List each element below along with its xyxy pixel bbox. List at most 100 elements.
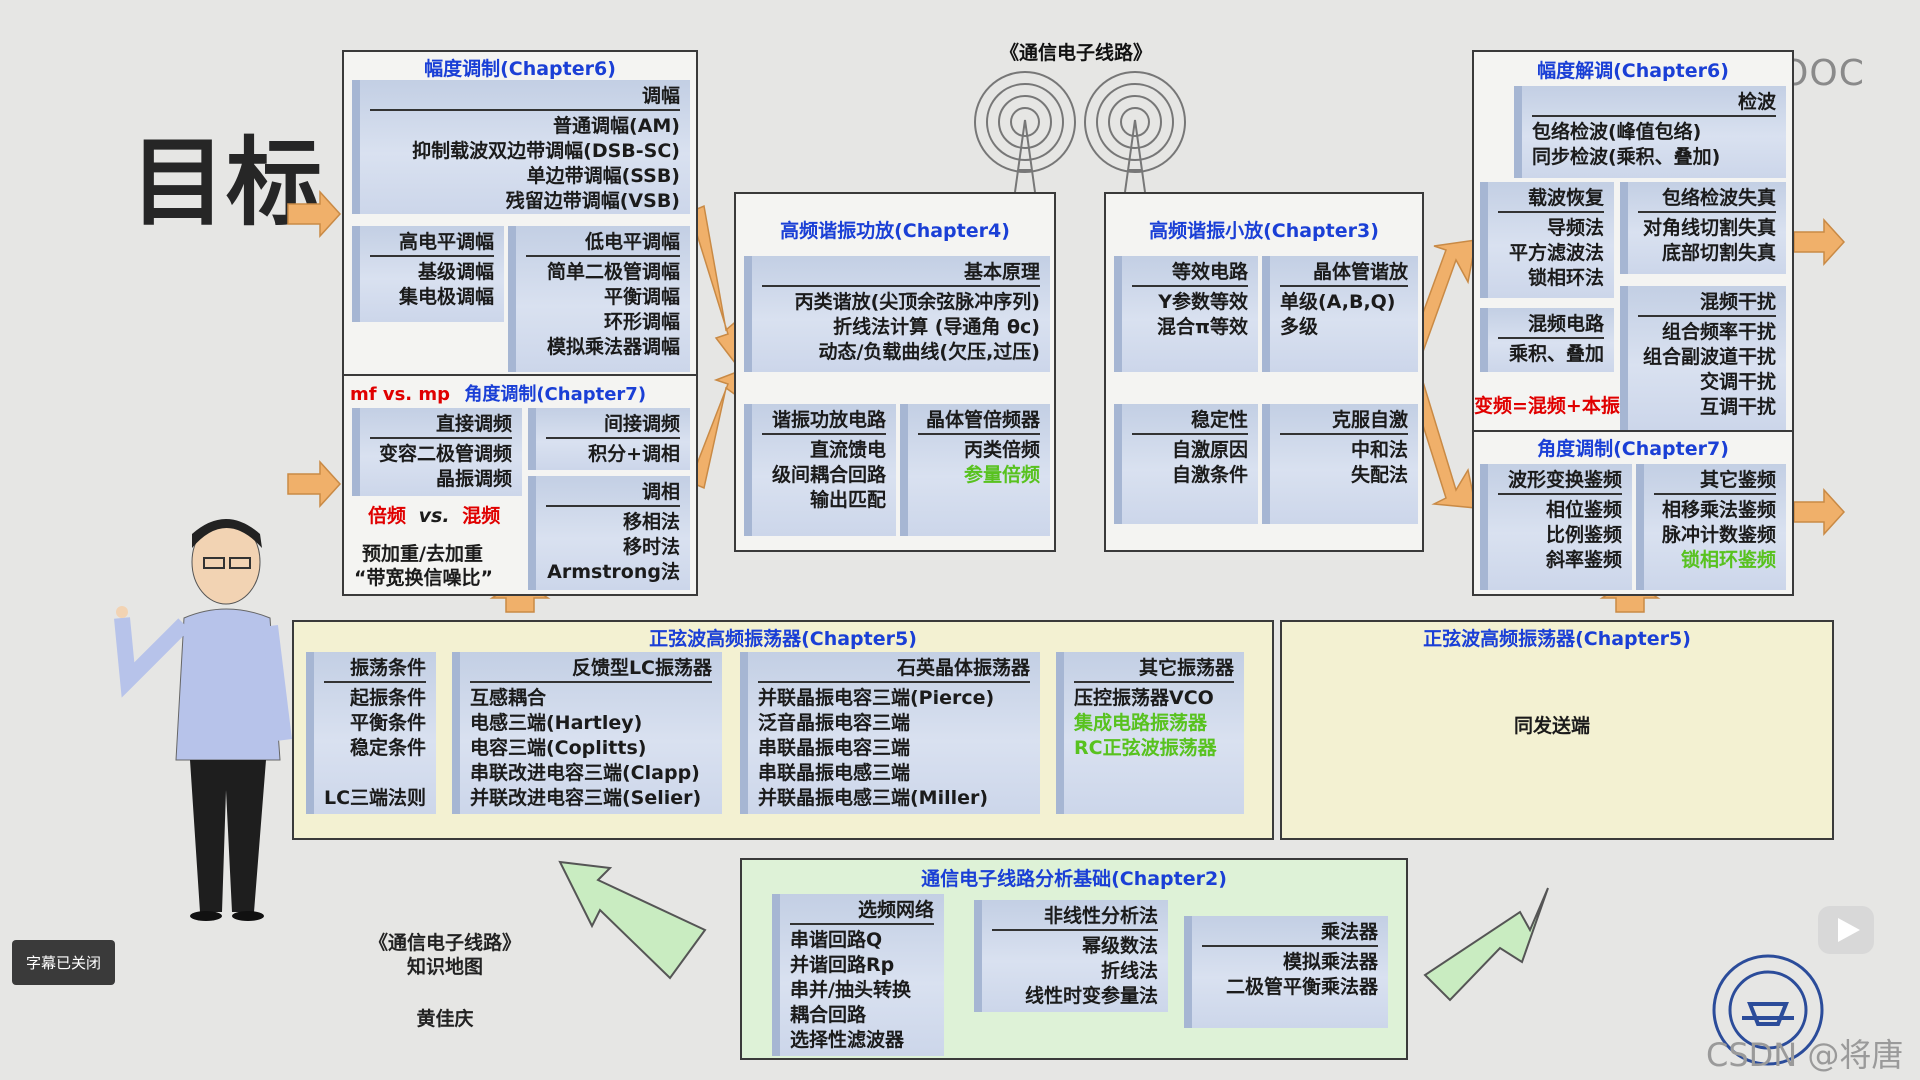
sa-equiv-heading: 等效电路: [1132, 260, 1248, 287]
fd-title: 角度调制(Chapter7): [1537, 438, 1729, 460]
osc-lc-item: 串联改进电容三端(Clapp): [470, 762, 700, 784]
basics-section: 通信电子线路分析基础(Chapter2) 选频网络 串谐回路Q 并谐回路Rp 串…: [740, 858, 1408, 1060]
pa-multiplier-item: 丙类倍频: [963, 439, 1040, 461]
sa-section: 高频谐振小放(Chapter3) 等效电路 Y参数等效 混合π等效 晶体管谐放 …: [1104, 192, 1424, 552]
basics-block-selective: 选频网络 串谐回路Q 并谐回路Rp 串并/抽头转换 耦合回路 选择性滤波器: [772, 894, 944, 1056]
osc-crystal-item: 串联晶振电容三端: [758, 737, 911, 759]
am-low-heading: 低电平调幅: [526, 230, 680, 257]
fm-note-preemphasis: 预加重/去加重: [362, 543, 483, 565]
dm-mixer-item: 乘积、叠加: [1508, 343, 1604, 365]
sa-stability-item: 自激条件: [1171, 464, 1248, 486]
fm-pm-item: Armstrong法: [547, 561, 680, 583]
osc-crystal-item: 串联晶振电感三端: [758, 762, 911, 784]
dm-title: 幅度解调(Chapter6): [1537, 60, 1729, 82]
sa-title: 高频谐振小放(Chapter3): [1149, 220, 1379, 242]
osc-conditions-item: 稳定条件: [349, 737, 426, 759]
csdn-watermark: CSDN @将唐: [1706, 1036, 1904, 1074]
dm-note: 变频=混频+本振: [1474, 395, 1620, 417]
fd-block-waveform: 波形变换鉴频 相位鉴频 比例鉴频 斜率鉴频: [1480, 464, 1632, 590]
am-item: 残留边带调幅(VSB): [505, 190, 680, 212]
fd-section: 角度调制(Chapter7) 波形变换鉴频 相位鉴频 比例鉴频 斜率鉴频 其它鉴…: [1472, 430, 1794, 596]
osc-block-other: 其它振荡器 压控振荡器VCO 集成电路振荡器 RC正弦波振荡器: [1056, 652, 1244, 814]
fm-note-a: 倍频: [368, 505, 407, 527]
pa-block-circuit: 谐振功放电路 直流馈电 级间耦合回路 输出匹配: [744, 404, 896, 536]
fm-direct-item: 晶振调频: [435, 468, 512, 490]
am-section: 幅度调制(Chapter6) 调幅 普通调幅(AM) 抑制载波双边带调幅(DSB…: [342, 50, 698, 376]
fm-note-mult-mix: 倍频 vs. 混频: [368, 504, 500, 529]
osc-lc-heading: 反馈型LC振荡器: [470, 656, 712, 683]
osc-other-item: RC正弦波振荡器: [1074, 737, 1217, 759]
fm-direct-heading: 直接调频: [370, 412, 512, 439]
pa-principle-heading: 基本原理: [762, 260, 1040, 287]
fd-other-heading: 其它鉴频: [1654, 468, 1776, 495]
am-block-low: 低电平调幅 简单二极管调幅 平衡调幅 环形调幅 模拟乘法器调幅: [508, 226, 690, 372]
fm-note-bandwidth: “带宽换信噪比”: [354, 567, 493, 589]
fm-block-pm: 调相 移相法 移时法 Armstrong法: [528, 476, 690, 590]
sa-block-overcome: 克服自激 中和法 失配法: [1262, 404, 1418, 524]
sa-block-stability: 稳定性 自激原因 自激条件: [1114, 404, 1258, 524]
sa-overcome-item: 中和法: [1350, 439, 1408, 461]
sa-transistor-item: 单级(A,B,Q): [1280, 291, 1396, 313]
am-heading: 调幅: [370, 84, 680, 111]
dm-carrier-heading: 载波恢复: [1498, 186, 1604, 213]
fm-block-direct: 直接调频 变容二极管调频 晶振调频: [352, 408, 522, 496]
osc-conditions-item: 平衡条件: [349, 712, 426, 734]
osc-block-lc: 反馈型LC振荡器 互感耦合 电感三端(Hartley) 电容三端(Coplitt…: [452, 652, 722, 814]
dm-detect-item: 包络检波(峰值包络): [1532, 121, 1702, 143]
am-title: 幅度调制(Chapter6): [424, 58, 616, 80]
osc-conditions-item: LC三端法则: [324, 787, 427, 809]
am-high-heading: 高电平调幅: [370, 230, 494, 257]
basics-multiplier-item: 模拟乘法器: [1282, 951, 1378, 973]
pa-circuit-heading: 谐振功放电路: [762, 408, 886, 435]
osc2-title: 正弦波高频振荡器(Chapter5): [1423, 628, 1691, 650]
am-item: 单边带调幅(SSB): [526, 165, 680, 187]
dm-detect-item: 同步检波(乘积、叠加): [1532, 146, 1721, 168]
osc-crystal-item: 并联晶振电感三端(Miller): [758, 787, 989, 809]
sa-transistor-item: 多级: [1280, 316, 1319, 338]
am-item: 普通调幅(AM): [553, 115, 680, 137]
osc-title: 正弦波高频振荡器(Chapter5): [649, 628, 917, 650]
sa-stability-heading: 稳定性: [1132, 408, 1248, 435]
subtitle-toggle-button[interactable]: 字幕已关闭: [12, 940, 116, 985]
osc-lc-item: 互感耦合: [470, 687, 547, 709]
osc-lc-item: 并联改进电容三端(Selier): [470, 787, 702, 809]
caption-line1: 《通信电子线路》: [368, 932, 521, 954]
basics-selective-item: 串并/抽头转换: [790, 979, 911, 1001]
dm-carrier-item: 平方滤波法: [1508, 242, 1604, 264]
am-block-types: 调幅 普通调幅(AM) 抑制载波双边带调幅(DSB-SC) 单边带调幅(SSB)…: [352, 80, 690, 214]
osc-crystal-item: 并联晶振电容三端(Pierce): [758, 687, 995, 709]
osc-conditions-heading: 振荡条件: [324, 656, 426, 683]
am-low-item: 模拟乘法器调幅: [546, 336, 680, 358]
sa-block-equiv: 等效电路 Y参数等效 混合π等效: [1114, 256, 1258, 372]
dm-distortion-item: 底部切割失真: [1661, 242, 1776, 264]
pa-block-multiplier: 晶体管倍频器 丙类倍频 参量倍频: [900, 404, 1050, 536]
basics-selective-item: 选择性滤波器: [790, 1029, 905, 1051]
dm-interference-heading: 混频干扰: [1638, 290, 1776, 317]
am-low-item: 平衡调幅: [603, 286, 680, 308]
osc2-section: 正弦波高频振荡器(Chapter5) 同发送端: [1280, 620, 1834, 840]
sa-transistor-heading: 晶体管谐放: [1280, 260, 1408, 287]
basics-block-multiplier: 乘法器 模拟乘法器 二极管平衡乘法器: [1184, 916, 1388, 1028]
fm-note-b: 混频: [462, 505, 501, 527]
dm-block-carrier: 载波恢复 导频法 平方滤波法 锁相环法: [1480, 182, 1614, 298]
caption-author: 黄佳庆: [416, 1008, 474, 1030]
play-icon: [1818, 906, 1874, 954]
sa-overcome-item: 失配法: [1350, 464, 1408, 486]
pa-section: 高频谐振功放(Chapter4) 基本原理 丙类谐放(尖顶余弦脉冲序列) 折线法…: [734, 192, 1056, 552]
osc-section: 正弦波高频振荡器(Chapter5) 振荡条件 起振条件 平衡条件 稳定条件 L…: [292, 620, 1274, 840]
basics-block-nonlinear: 非线性分析法 幂级数法 折线法 线性时变参量法: [974, 900, 1168, 1012]
sa-equiv-item: Y参数等效: [1158, 291, 1248, 313]
basics-nonlinear-item: 折线法: [1100, 960, 1158, 982]
fm-title-prefix: mf vs. mp: [350, 384, 451, 405]
flow-arrows: [287, 190, 1846, 613]
osc-other-item: 集成电路振荡器: [1074, 712, 1208, 734]
fd-other-item: 锁相环鉴频: [1680, 549, 1776, 571]
dm-interference-item: 组合副波道干扰: [1642, 346, 1776, 368]
dm-block-distortion: 包络检波失真 对角线切割失真 底部切割失真: [1620, 182, 1786, 274]
basics-nonlinear-item: 幂级数法: [1081, 935, 1158, 957]
dm-carrier-item: 锁相环法: [1527, 267, 1604, 289]
pa-circuit-item: 级间耦合回路: [771, 464, 886, 486]
osc-lc-item: 电容三端(Coplitts): [470, 737, 647, 759]
dm-distortion-item: 对角线切割失真: [1642, 217, 1776, 239]
fd-waveform-item: 比例鉴频: [1545, 524, 1622, 546]
